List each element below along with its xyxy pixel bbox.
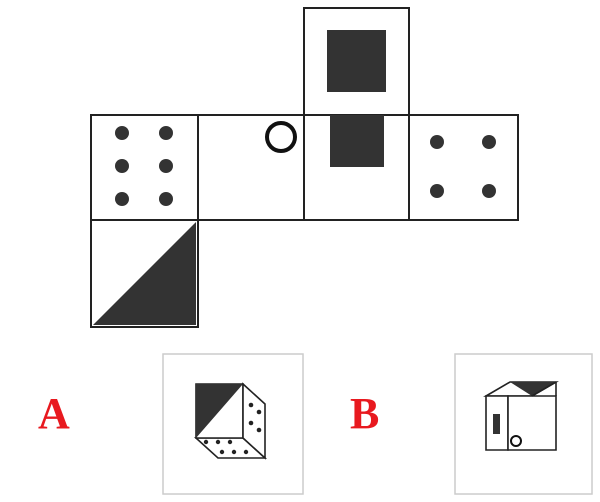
half-triangle xyxy=(93,222,196,325)
net-face-small-circle xyxy=(197,114,305,221)
pip xyxy=(482,135,496,149)
pip xyxy=(219,449,225,455)
option-a-card[interactable] xyxy=(162,353,304,495)
pip xyxy=(231,449,237,455)
net-face-diagonal-triangle xyxy=(90,219,199,328)
cube-a-right-face xyxy=(242,382,266,460)
pip xyxy=(482,184,496,198)
pip xyxy=(248,420,254,426)
pip xyxy=(227,439,233,445)
option-a-label: A xyxy=(38,389,70,438)
half-triangle xyxy=(196,384,243,438)
cube-b-edge xyxy=(531,381,557,397)
filled-square xyxy=(327,30,386,92)
filled-square xyxy=(330,115,384,167)
pip xyxy=(430,184,444,198)
half-triangle xyxy=(510,382,556,396)
net-face-square-center xyxy=(303,114,410,221)
pip xyxy=(159,159,173,173)
cube-net xyxy=(90,7,519,328)
ring xyxy=(510,435,522,447)
pip xyxy=(159,126,173,140)
pip xyxy=(248,402,254,408)
pip xyxy=(256,409,262,415)
pip xyxy=(159,192,173,206)
net-face-six-pips xyxy=(90,114,199,221)
net-face-square-top xyxy=(303,7,410,116)
pip xyxy=(430,135,444,149)
option-b-label: B xyxy=(350,389,380,438)
cube-b-front-face xyxy=(507,395,557,451)
pip xyxy=(256,427,262,433)
net-face-four-pips xyxy=(408,114,519,221)
pip xyxy=(215,439,221,445)
pip xyxy=(115,126,129,140)
option-b-card[interactable] xyxy=(454,353,593,495)
filled-square xyxy=(493,414,500,434)
pip xyxy=(115,192,129,206)
ring xyxy=(265,121,297,153)
pip xyxy=(243,449,249,455)
option-b-cube xyxy=(483,381,559,451)
pip xyxy=(203,439,209,445)
option-a-cube xyxy=(193,382,268,460)
pip xyxy=(115,159,129,173)
